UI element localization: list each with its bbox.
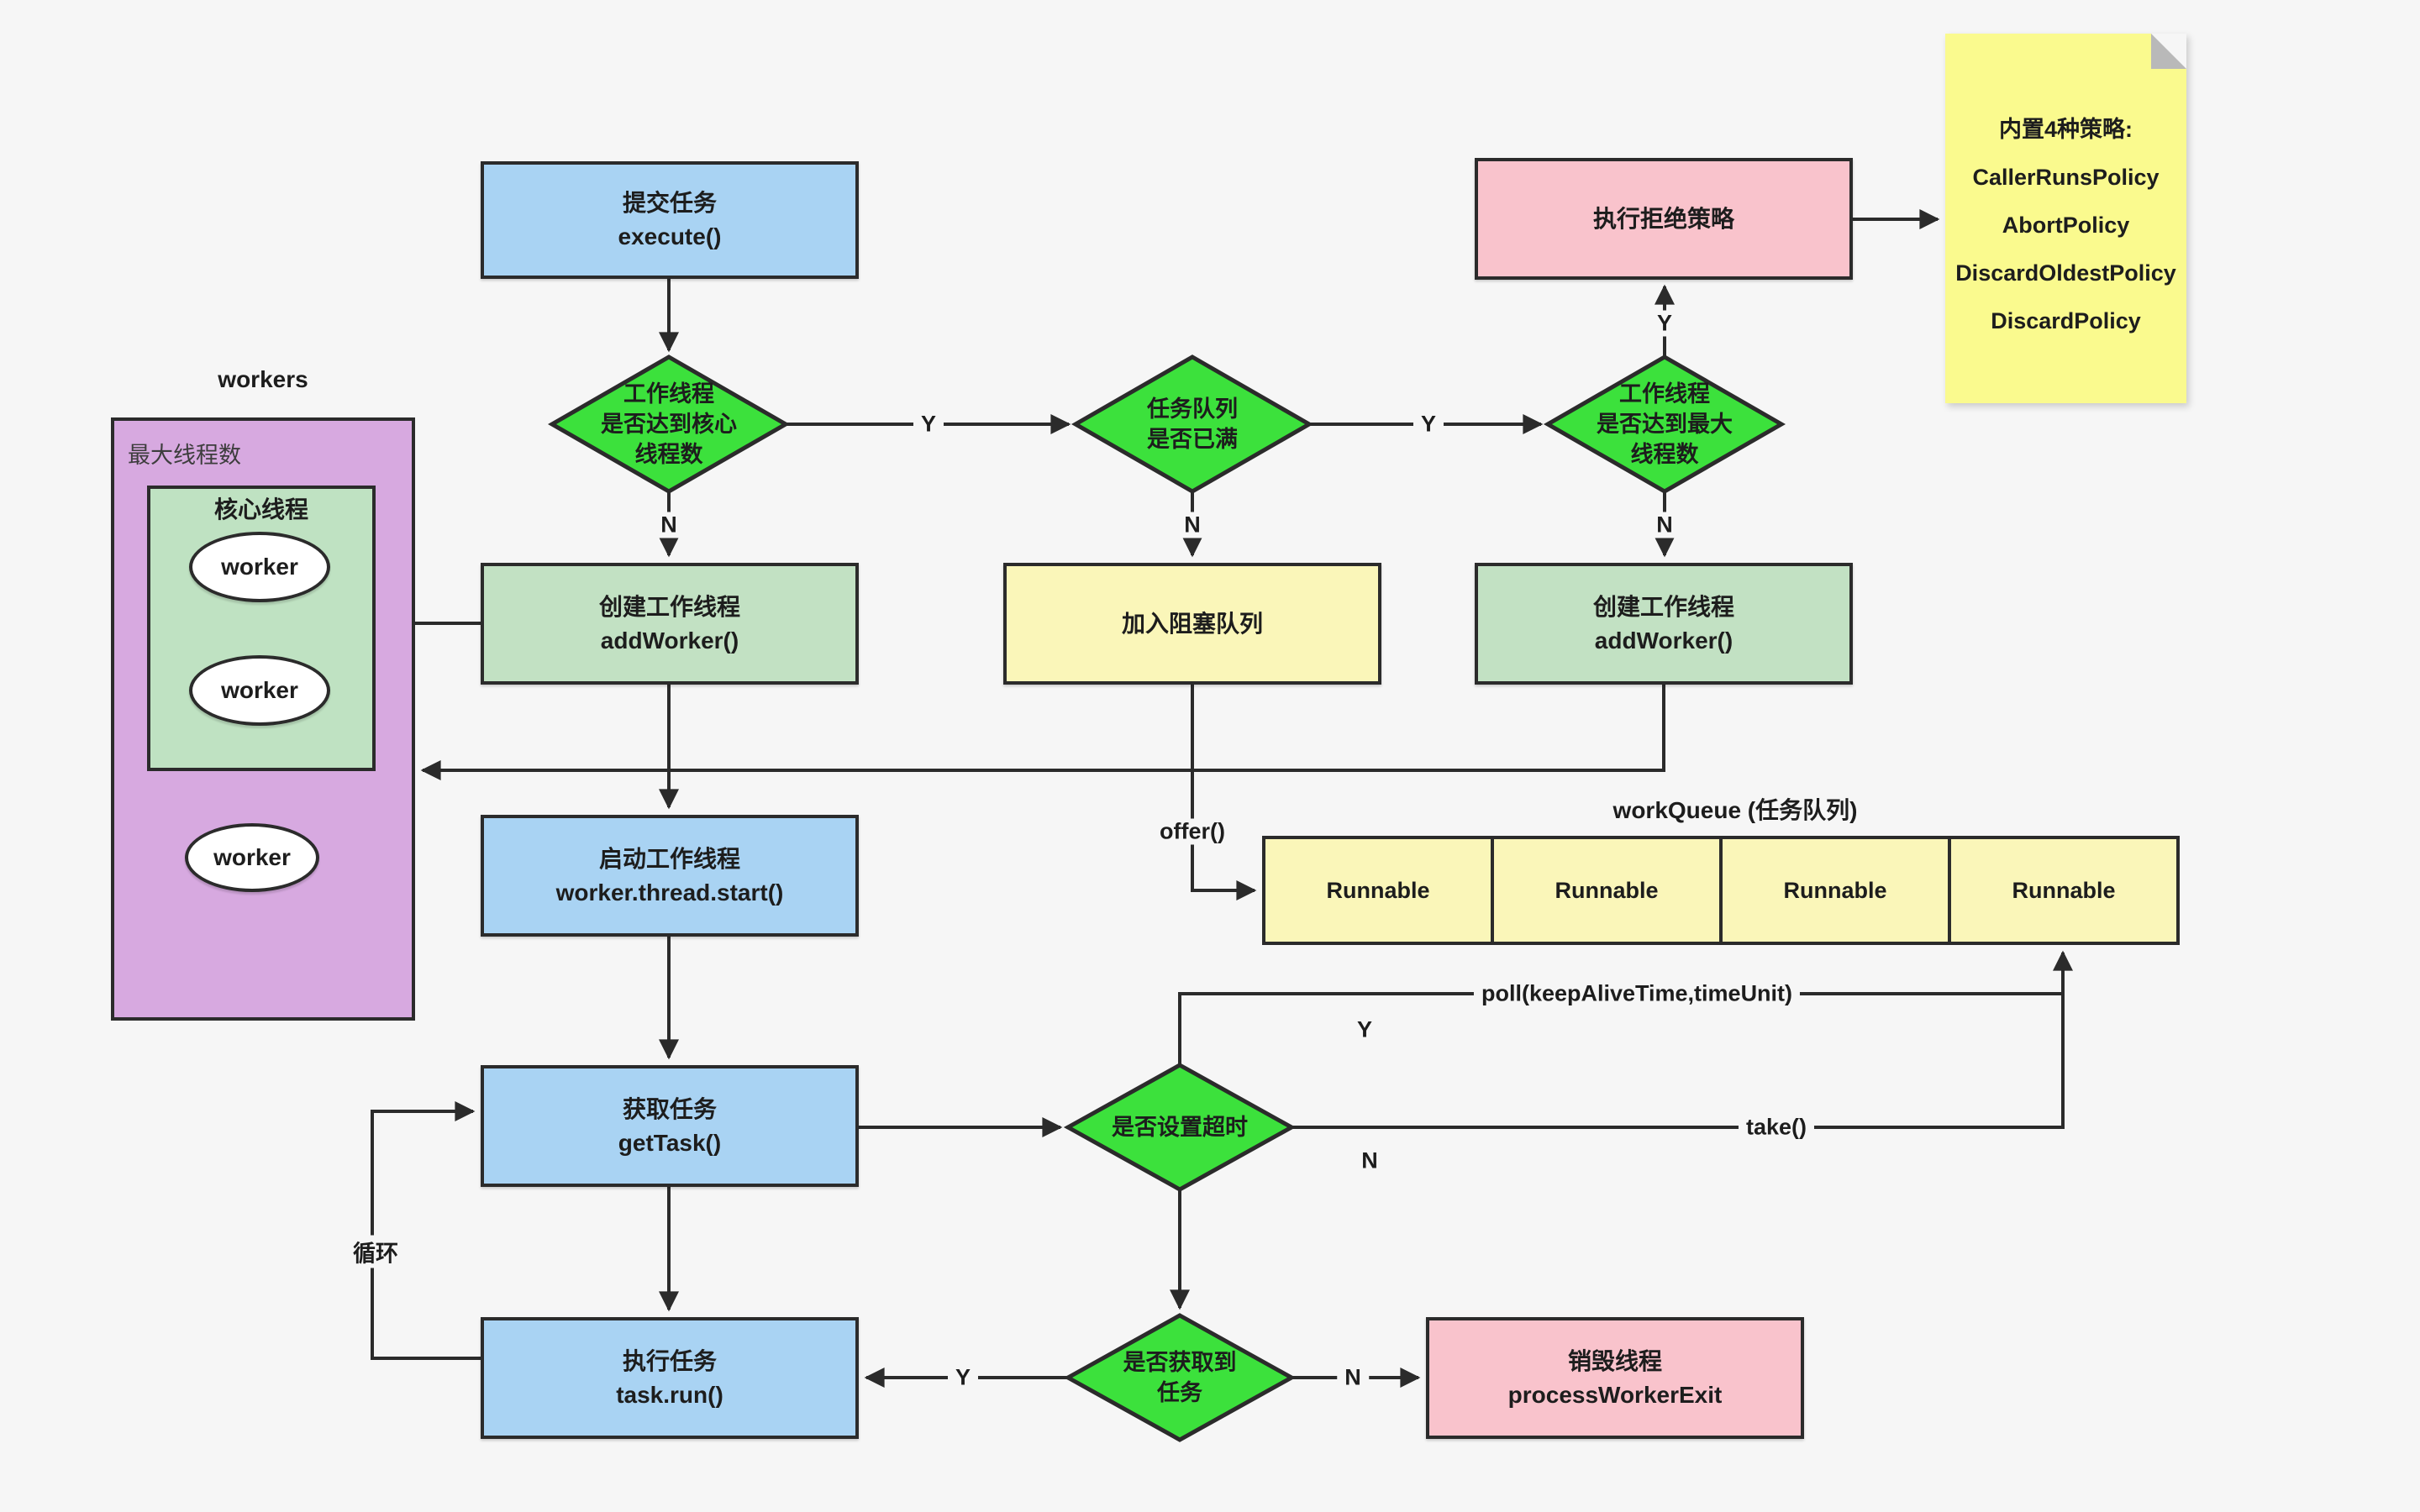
- edge-label-y-max: Y: [1649, 310, 1681, 337]
- edge-label-take-n: N: [1354, 1147, 1386, 1174]
- decision-timeout-set-shape: [1063, 1063, 1297, 1192]
- node-label: execute(): [618, 223, 722, 249]
- node-label: 提交任务: [622, 190, 717, 216]
- edge-label-n-max: N: [1649, 512, 1681, 538]
- node-enqueue: 加入阻塞队列: [1003, 563, 1381, 685]
- node-submit-task: 提交任务 execute(): [481, 161, 859, 279]
- node-label: 创建工作线程: [1592, 593, 1734, 620]
- workers-title: workers: [218, 366, 308, 392]
- max-threads-label: 最大线程数: [128, 443, 241, 468]
- node-label: getTask(): [618, 1129, 722, 1156]
- note-policy: DiscardPolicy: [1991, 308, 2141, 333]
- edge-label-offer: offer(): [1152, 818, 1233, 845]
- node-add-worker-core: 创建工作线程 addWorker(): [481, 563, 859, 685]
- work-queue: Runnable Runnable Runnable Runnable: [1262, 836, 2180, 945]
- decision-queue-full-shape: [1071, 354, 1314, 494]
- note-fold-icon: [2151, 34, 2186, 69]
- node-label: worker.thread.start(): [555, 879, 784, 906]
- node-label: addWorker(): [600, 627, 739, 654]
- worker-ellipse: worker: [185, 823, 319, 892]
- edge-label-poll-y: Y: [1349, 1016, 1381, 1043]
- queue-cell: Runnable: [1948, 839, 2176, 942]
- decision-timeout-set: 是否设置超时: [1112, 1115, 1248, 1140]
- queue-cell: Runnable: [1491, 839, 1719, 942]
- edge-label-got-y: Y: [947, 1364, 979, 1391]
- note-policy: AbortPolicy: [2002, 213, 2130, 238]
- work-queue-title: workQueue (任务队列): [1612, 797, 1858, 823]
- node-label: 启动工作线程: [598, 845, 740, 872]
- node-label: task.run(): [616, 1381, 723, 1408]
- node-label: 获取任务: [622, 1095, 717, 1122]
- edge-label-poll: poll(keepAliveTime,timeUnit): [1473, 980, 1801, 1007]
- policies-note: 内置4种策略: CallerRunsPolicy AbortPolicy Dis…: [1945, 34, 2186, 403]
- decision-queue-full: 任务队列 是否已满: [1147, 396, 1238, 452]
- node-add-worker-max: 创建工作线程 addWorker(): [1475, 563, 1853, 685]
- edge-label-n-core: N: [653, 512, 685, 538]
- edge-label-loop: 循环: [345, 1235, 406, 1268]
- core-threads-box: [147, 486, 376, 771]
- edge-label-got-n: N: [1337, 1364, 1369, 1391]
- note-title: 内置4种策略:: [1998, 117, 2133, 142]
- note-policy: CallerRunsPolicy: [1972, 165, 2160, 190]
- node-label: processWorkerExit: [1507, 1381, 1723, 1408]
- node-label: 加入阻塞队列: [1121, 610, 1263, 637]
- queue-cell: Runnable: [1719, 839, 1948, 942]
- worker-ellipse: worker: [189, 655, 330, 726]
- edge-label-y-full: Y: [1413, 411, 1444, 438]
- worker-ellipse: worker: [189, 532, 330, 602]
- node-reject-policy: 执行拒绝策略: [1475, 158, 1853, 280]
- node-label: 执行拒绝策略: [1592, 205, 1734, 232]
- node-get-task: 获取任务 getTask(): [481, 1065, 859, 1187]
- node-label: addWorker(): [1594, 627, 1733, 654]
- node-label: 创建工作线程: [598, 593, 740, 620]
- core-threads-label: 核心线程: [213, 496, 309, 522]
- node-label: 执行任务: [622, 1347, 717, 1374]
- decision-max-threads-shape: [1543, 354, 1786, 494]
- decision-task-acquired-shape: [1063, 1313, 1297, 1442]
- edge-label-y-core: Y: [913, 411, 944, 438]
- node-run-task: 执行任务 task.run(): [481, 1317, 859, 1439]
- node-destroy-worker: 销毁线程 processWorkerExit: [1426, 1317, 1804, 1439]
- decision-max-threads: 工作线程 是否达到最大 线程数: [1597, 381, 1733, 467]
- edge-label-take: take(): [1738, 1114, 1815, 1141]
- note-policy: DiscardOldestPolicy: [1955, 260, 2176, 286]
- decision-core-threads: 工作线程 是否达到核心 线程数: [601, 381, 737, 467]
- decision-task-acquired: 是否获取到 任务: [1123, 1350, 1237, 1405]
- queue-cell: Runnable: [1326, 877, 1430, 903]
- edge-label-n-full: N: [1176, 512, 1208, 538]
- node-start-worker: 启动工作线程 worker.thread.start(): [481, 815, 859, 937]
- node-label: 销毁线程: [1567, 1347, 1662, 1374]
- decision-core-threads-shape: [547, 354, 791, 494]
